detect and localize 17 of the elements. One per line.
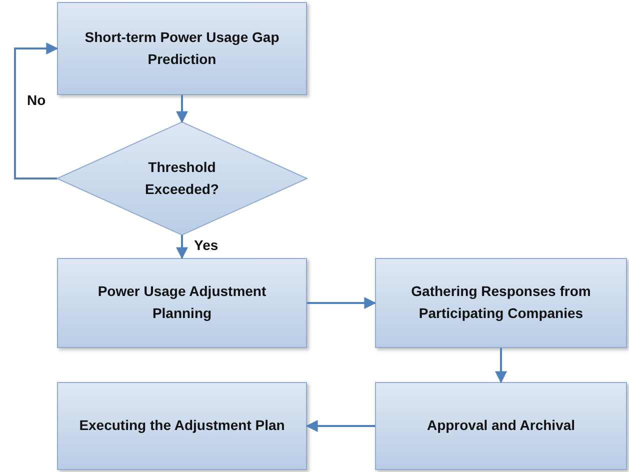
arrow (176, 95, 188, 124)
arrow (14, 42, 58, 180)
arrow (176, 235, 188, 260)
arrow (306, 420, 375, 432)
node-label: Short-term Power Usage Gap Prediction (84, 28, 280, 68)
arrow (495, 348, 507, 384)
process-box (375, 382, 627, 470)
node-label: Approval and Archival (426, 416, 576, 436)
arrow (307, 297, 376, 309)
process-box (57, 382, 307, 470)
process-box (57, 258, 307, 348)
process-box (57, 2, 307, 95)
node-label: Gathering Responses from Participating Companies (410, 282, 592, 323)
node-label: Executing the Adjustment Plan (78, 416, 286, 436)
process-box (375, 258, 627, 348)
node-label: Power Usage Adjustment Planning (96, 282, 268, 323)
node-label: Threshold Exceeded? (144, 158, 220, 198)
